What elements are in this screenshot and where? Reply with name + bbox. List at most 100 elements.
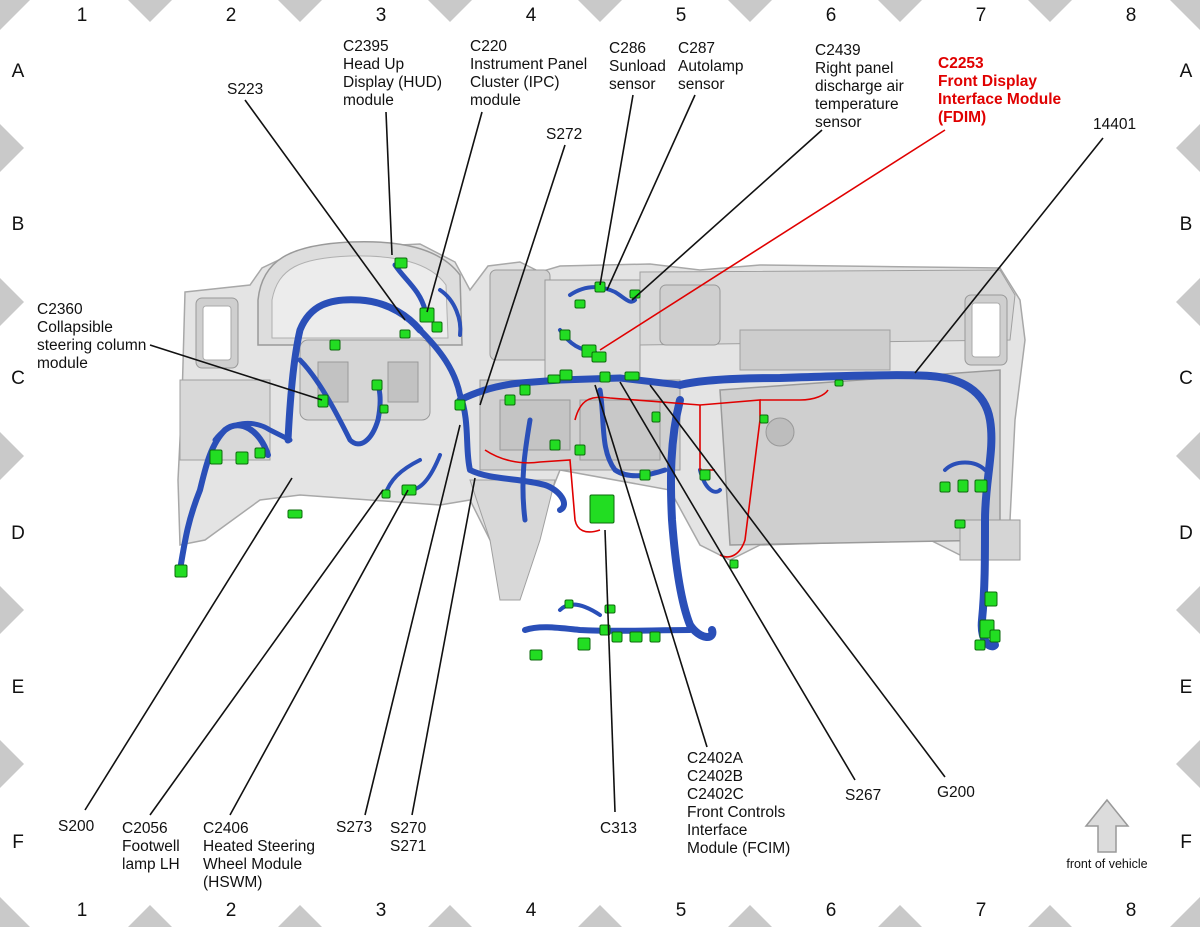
grid-row-label: A <box>1180 61 1193 82</box>
label-line: C2253 <box>938 55 984 72</box>
connector-block <box>381 489 391 499</box>
label-line: Cluster (IPC) <box>470 74 560 91</box>
label-line: sensor <box>609 76 656 93</box>
frame-triangle <box>728 0 772 22</box>
connector-block <box>577 637 591 651</box>
grid-column-label: 2 <box>226 5 237 26</box>
label-line: (HSWM) <box>203 874 262 891</box>
grid-column-label: 6 <box>826 900 837 921</box>
frame-triangle <box>428 905 472 927</box>
connector-block <box>329 339 341 351</box>
label-line: Heated Steering <box>203 838 315 855</box>
connector-block <box>174 564 188 578</box>
label-line: module <box>470 92 521 109</box>
grid-row-label: C <box>1179 368 1193 389</box>
frame-triangle <box>278 905 322 927</box>
label-s200: S200 <box>58 818 95 835</box>
front-of-vehicle-label: front of vehicle <box>1066 857 1147 871</box>
label-line: Footwell <box>122 838 180 855</box>
grid-column-label: 7 <box>976 5 987 26</box>
connector-block <box>559 369 573 381</box>
connector-block <box>379 404 389 414</box>
frame-triangle <box>0 740 24 788</box>
connector-block <box>589 494 615 524</box>
grid-row-label: C <box>11 368 25 389</box>
label-line: Instrument Panel <box>470 56 587 73</box>
connector-block <box>974 639 986 651</box>
frame-triangle <box>1028 0 1072 22</box>
label-line: Interface Module <box>938 91 1062 108</box>
frame-triangle <box>128 905 172 927</box>
label-line: Right panel <box>815 60 893 77</box>
frame-triangle <box>278 0 322 22</box>
grid-row-label: F <box>12 832 24 853</box>
grid-row-label: D <box>11 523 25 544</box>
label-line: Wheel Module <box>203 856 302 873</box>
label-line: C2056 <box>122 820 168 837</box>
label-line: (FDIM) <box>938 109 986 126</box>
connector-block <box>599 624 611 636</box>
label-line: S272 <box>546 126 582 143</box>
front-arrow-icon <box>1084 798 1130 853</box>
grid-column-label: 6 <box>826 5 837 26</box>
connector-block <box>529 649 543 661</box>
connector-block <box>287 509 303 519</box>
connector-block <box>401 484 417 496</box>
connector-block <box>317 394 329 408</box>
connector-block <box>759 414 769 424</box>
grid-column-label: 1 <box>77 900 88 921</box>
frame-triangle <box>1176 124 1200 172</box>
leader-lines <box>84 94 1104 816</box>
connector-block <box>235 451 249 465</box>
connector-block <box>399 329 411 339</box>
label-s223: S223 <box>227 81 263 98</box>
connector-block <box>574 299 586 309</box>
label-n14401: 14401 <box>1093 116 1136 133</box>
connector-block <box>649 631 661 643</box>
connector-block <box>394 257 408 269</box>
grid-column-label: 3 <box>376 900 387 921</box>
label-line: C2402B <box>687 768 743 785</box>
connector-block <box>547 374 561 384</box>
connector-block <box>519 384 531 396</box>
label-line: module <box>343 92 394 109</box>
label-line: 14401 <box>1093 116 1136 133</box>
frame-triangle <box>1176 740 1200 788</box>
connector-block <box>989 629 1001 643</box>
grid-column-label: 4 <box>526 5 537 26</box>
connector-block <box>939 481 951 493</box>
connector-block <box>974 479 988 493</box>
connector-block <box>729 559 739 569</box>
label-line: S267 <box>845 787 881 804</box>
label-line: S200 <box>58 818 95 835</box>
frame-triangle <box>1170 897 1200 927</box>
label-line: C2439 <box>815 42 861 59</box>
grid-column-label: 8 <box>1126 5 1137 26</box>
front-of-vehicle-indicator: front of vehicle <box>1066 798 1148 871</box>
connector-block <box>454 399 466 411</box>
grid-column-label: 2 <box>226 900 237 921</box>
grid-row-label: A <box>12 61 25 82</box>
label-line: lamp LH <box>122 856 180 873</box>
frame-triangle <box>0 124 24 172</box>
connector-block <box>624 371 640 381</box>
frame-triangle <box>0 278 24 326</box>
label-line: sensor <box>815 114 862 131</box>
label-line: Head Up <box>343 56 404 73</box>
connector-block <box>834 379 844 387</box>
label-line: Collapsible <box>37 319 113 336</box>
frame-triangle <box>0 0 30 30</box>
grid-column-label: 1 <box>77 5 88 26</box>
